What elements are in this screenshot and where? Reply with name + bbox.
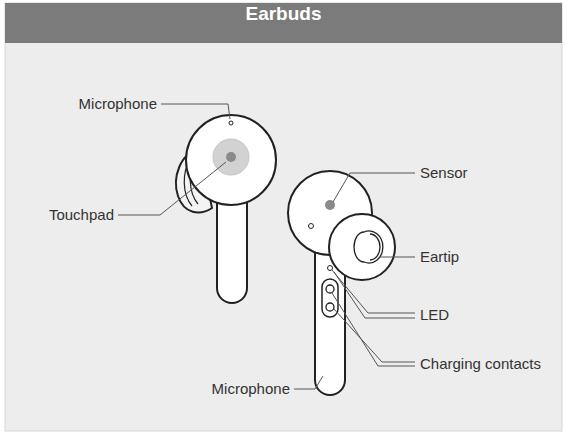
title-text: Earbuds <box>5 3 562 43</box>
part-label: LED <box>420 306 449 323</box>
leader-line <box>332 270 415 313</box>
leader-line <box>294 376 323 389</box>
title-band <box>5 3 562 43</box>
leader-line <box>334 309 415 362</box>
leader-line <box>333 173 415 202</box>
part-label: Charging contacts <box>420 355 541 372</box>
part-label: Touchpad <box>49 206 114 223</box>
part-label: Sensor <box>420 164 468 181</box>
panel <box>5 3 562 431</box>
leader-line <box>334 272 415 318</box>
leader-lines <box>118 104 415 389</box>
leader-line <box>332 293 415 366</box>
left-earbud <box>176 115 276 303</box>
leader-line <box>118 162 226 215</box>
part-label: Microphone <box>79 95 157 112</box>
leader-line <box>161 104 230 119</box>
part-label: Eartip <box>420 248 459 265</box>
part-label: Microphone <box>212 380 290 397</box>
leader-line <box>380 257 415 258</box>
